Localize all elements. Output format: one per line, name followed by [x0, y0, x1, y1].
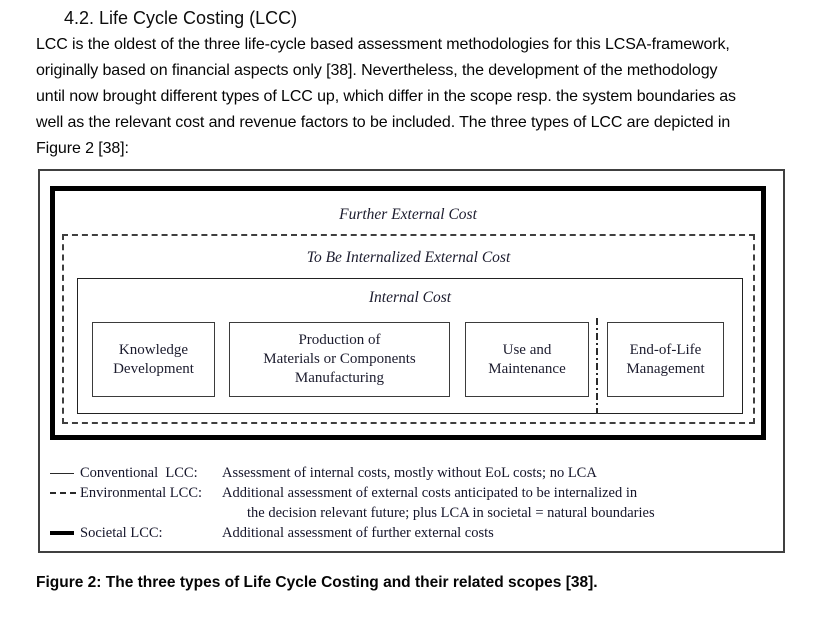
conventional-lcc-scope-box: [77, 278, 743, 414]
further-external-cost-label: Further External Cost: [339, 206, 477, 223]
body-paragraph: LCC is the oldest of the three life-cycl…: [36, 32, 820, 162]
legend-desc-societal: Additional assessment of further externa…: [222, 525, 494, 541]
stage-label-line: Maintenance: [488, 360, 566, 377]
legend-desc-environmental-continued: the decision relevant future; plus LCA i…: [247, 505, 655, 521]
legend-empty-swatch: [50, 503, 80, 523]
legend-label-conventional: Conventional LCC:: [80, 465, 198, 481]
stage-label-line: Management: [626, 360, 705, 377]
internal-cost-label: Internal Cost: [368, 289, 452, 306]
stage-label-line: Production of: [298, 332, 381, 348]
paragraph-line: LCC is the oldest of the three life-cycl…: [36, 36, 730, 53]
paragraph-line: until now brought different types of LCC…: [36, 88, 736, 105]
stage-label-line: Manufacturing: [294, 370, 385, 386]
paragraph-line: Figure 2 [38]:: [36, 140, 129, 157]
stage-production-manufacturing: Production of Materials or Components Ma…: [229, 322, 450, 397]
legend-label-empty: [80, 503, 222, 523]
environmental-lcc-scope-box: [62, 234, 755, 424]
legend-desc-conventional: Assessment of internal costs, mostly wit…: [222, 465, 597, 481]
figure-caption: Figure 2: The three types of Life Cycle …: [36, 574, 598, 591]
to-be-internalized-external-cost-label: To Be Internalized External Cost: [306, 249, 511, 266]
eol-boundary-dashdot-line: [596, 318, 598, 414]
section-heading: 4.2. Life Cycle Costing (LCC): [64, 8, 298, 28]
stage-knowledge-development: Knowledge Development: [92, 322, 215, 397]
paragraph-line: well as the relevant cost and revenue fa…: [36, 114, 731, 131]
thin-solid-line-swatch: [50, 463, 80, 483]
stage-label-line: Knowledge: [118, 341, 189, 358]
dashed-line-swatch: [50, 483, 80, 503]
stage-end-of-life-management: End-of-Life Management: [607, 322, 724, 397]
stage-label-line: Use and: [502, 341, 552, 358]
legend-label-environmental: Environmental LCC:: [80, 485, 203, 501]
stage-label-line: End-of-Life: [629, 341, 702, 358]
legend-desc-environmental: Additional assessment of external costs …: [222, 485, 638, 501]
paragraph-line: originally based on financial aspects on…: [36, 62, 718, 79]
figure-legend: Conventional LCC: Assessment of internal…: [50, 463, 775, 543]
societal-lcc-scope-box: [50, 186, 766, 440]
thick-solid-line-swatch: [50, 523, 80, 543]
stage-use-and-maintenance: Use and Maintenance: [465, 322, 589, 397]
stage-label-line: Development: [113, 360, 194, 377]
stage-label-line: Materials or Components: [263, 351, 416, 367]
figure-2-frame: Further External Cost To Be Internalized…: [38, 169, 785, 553]
legend-label-societal: Societal LCC:: [80, 525, 163, 541]
